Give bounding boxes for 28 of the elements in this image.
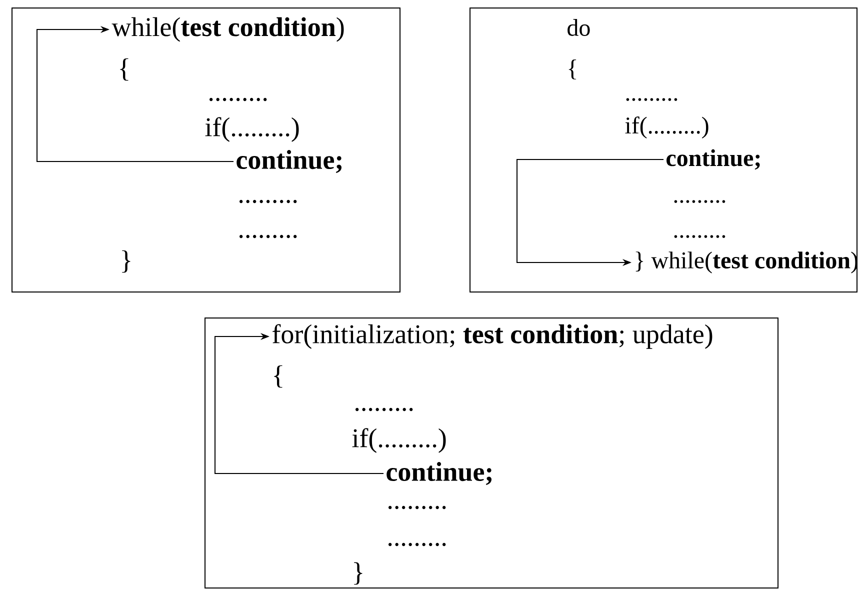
code-line: continue; xyxy=(666,149,760,170)
code-line: } xyxy=(122,250,130,273)
code-line: if(.........) xyxy=(625,116,708,138)
code-panel xyxy=(470,8,858,292)
code-line: ......... xyxy=(240,200,297,204)
code-line: } xyxy=(354,562,362,585)
code-line: ......... xyxy=(674,200,726,203)
code-line: ......... xyxy=(674,235,726,238)
code-panel xyxy=(204,318,778,588)
code-line: ......... xyxy=(240,234,297,238)
code-line: ......... xyxy=(388,506,446,510)
code-line: ......... xyxy=(388,542,446,546)
code-line: for(initialization; test condition; update) xyxy=(272,324,712,349)
code-line: if(.........) xyxy=(352,428,446,453)
code-panel xyxy=(12,8,400,292)
code-line: { xyxy=(568,60,576,80)
code-line: if(.........) xyxy=(205,117,299,142)
code-line: continue; xyxy=(236,150,342,173)
arrow xyxy=(214,332,384,474)
code-line: ......... xyxy=(210,98,267,102)
arrow xyxy=(36,26,234,162)
code-line: { xyxy=(274,365,282,388)
code-line: while(test condition) xyxy=(112,17,344,42)
code-line: continue; xyxy=(386,462,492,485)
code-line: { xyxy=(120,58,128,81)
code-line: do xyxy=(568,19,590,36)
code-line: ......... xyxy=(356,408,413,412)
code-line: ......... xyxy=(626,98,678,101)
